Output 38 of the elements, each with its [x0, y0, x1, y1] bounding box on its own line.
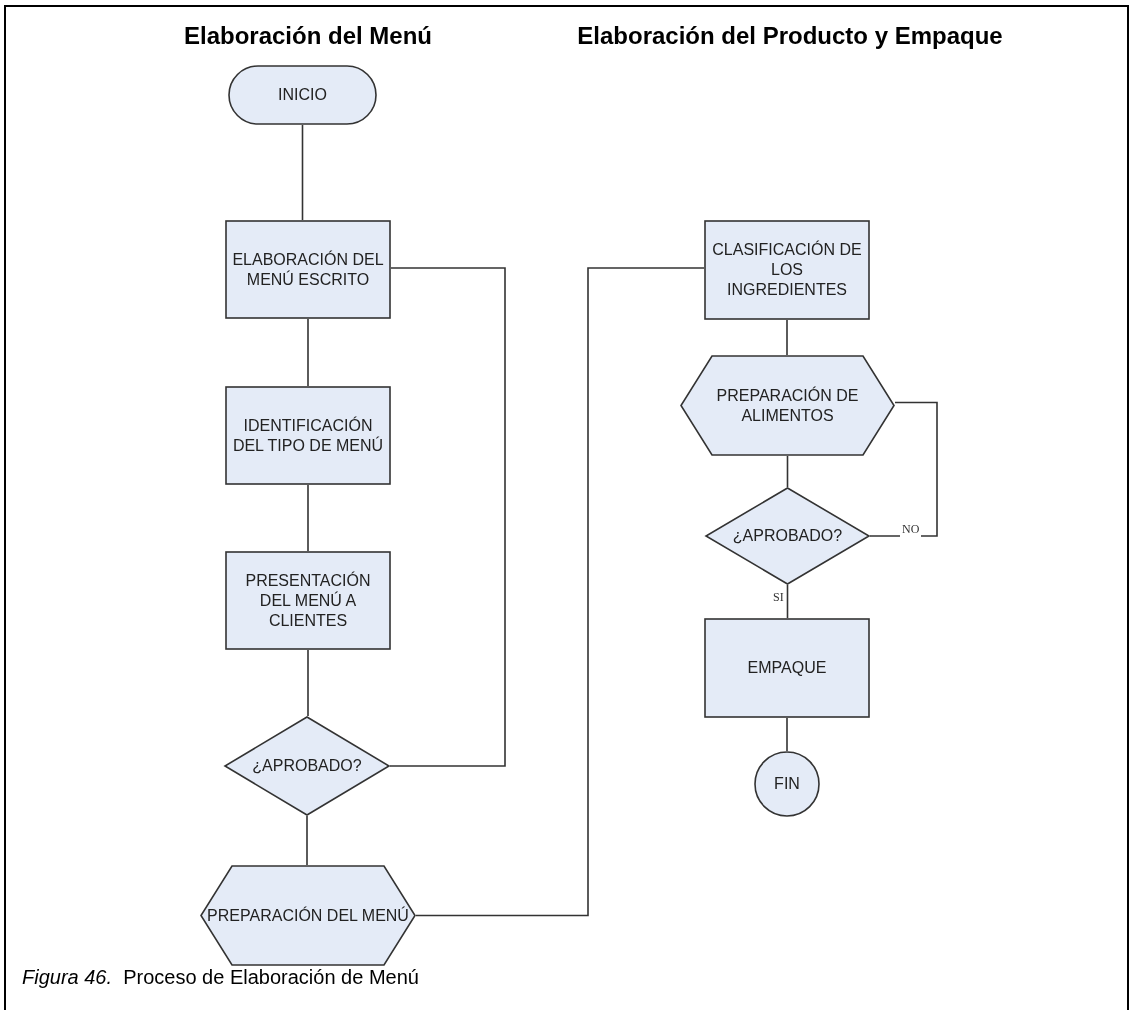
decision-diamond — [705, 487, 870, 585]
node-text: INICIO — [277, 85, 328, 105]
connector-line — [306, 815, 308, 866]
node-text: PRESENTACIÓN DEL MENÚ A CLIENTES — [244, 570, 372, 631]
connector-line — [786, 717, 788, 752]
connector-line — [869, 401, 938, 537]
node-text: ¿APROBADO? — [251, 756, 363, 776]
node-text: FIN — [773, 774, 801, 794]
node-text: ¿APROBADO? — [731, 526, 844, 546]
edge-label: NO — [900, 522, 922, 537]
column-heading: Elaboración del Menú — [184, 22, 432, 50]
column-heading: Elaboración del Producto y Empaque — [577, 22, 1003, 50]
process-box — [225, 386, 391, 485]
decision-diamond — [224, 716, 390, 816]
node-text: ELABORACIÓN DEL MENÚ ESCRITO — [231, 249, 385, 290]
process-box — [704, 220, 870, 320]
connector-line — [307, 649, 309, 717]
connector-line — [786, 584, 789, 619]
node-text: EMPAQUE — [746, 658, 828, 678]
process-box — [704, 618, 870, 718]
connector-line — [301, 124, 304, 221]
node-text: PREPARACIÓN DEL MENÚ — [206, 905, 410, 926]
figure-caption: Figura 46. Proceso de Elaboración de Menú — [22, 966, 419, 989]
connector-line — [307, 484, 309, 552]
connector-line — [389, 267, 506, 767]
preparation-hexagon — [200, 865, 416, 966]
connector-line — [786, 455, 789, 488]
process-box — [225, 220, 391, 319]
terminator-shape — [228, 65, 377, 125]
node-text: PREPARACIÓN DE ALIMENTOS — [715, 385, 860, 426]
preparation-hexagon — [680, 355, 895, 456]
connector-line — [786, 319, 788, 356]
process-box — [225, 551, 391, 650]
node-text: IDENTIFICACIÓN DEL TIPO DE MENÚ — [231, 415, 385, 456]
node-text: CLASIFICACIÓN DE LOS INGREDIENTES — [711, 240, 863, 300]
end-circle — [754, 751, 820, 817]
connector-line — [415, 267, 705, 917]
connector-line — [307, 318, 309, 387]
